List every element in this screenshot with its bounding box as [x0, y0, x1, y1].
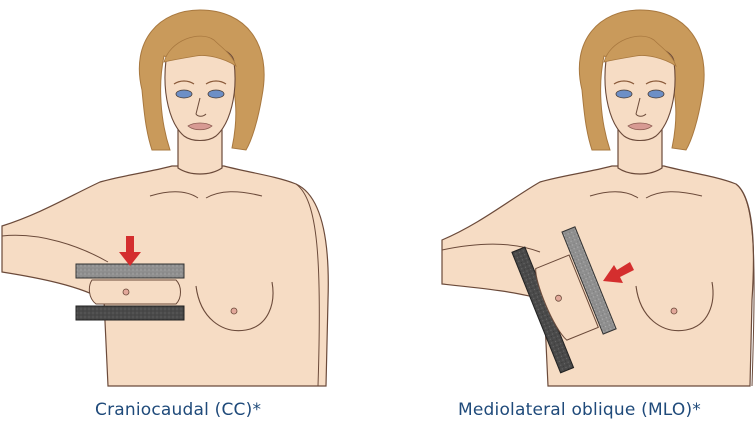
- cc-compressed-breast: [89, 280, 180, 304]
- cc-nipple-left: [123, 289, 129, 295]
- mlo-torso: [442, 166, 753, 386]
- mlo-figure: [442, 10, 754, 386]
- mlo-eye-left: [616, 90, 632, 98]
- caption-craniocaudal: Craniocaudal (CC)*: [95, 400, 261, 420]
- mlo-nipple-right: [671, 308, 677, 314]
- cc-eye-right: [208, 90, 224, 98]
- cc-lower-plate: [76, 306, 184, 320]
- caption-mediolateral-oblique: Mediolateral oblique (MLO)*: [458, 400, 701, 420]
- mlo-eye-right: [648, 90, 664, 98]
- cc-eye-left: [176, 90, 192, 98]
- cc-upper-plate: [76, 264, 184, 278]
- cc-figure: [2, 10, 328, 386]
- cc-nipple-right: [231, 308, 237, 314]
